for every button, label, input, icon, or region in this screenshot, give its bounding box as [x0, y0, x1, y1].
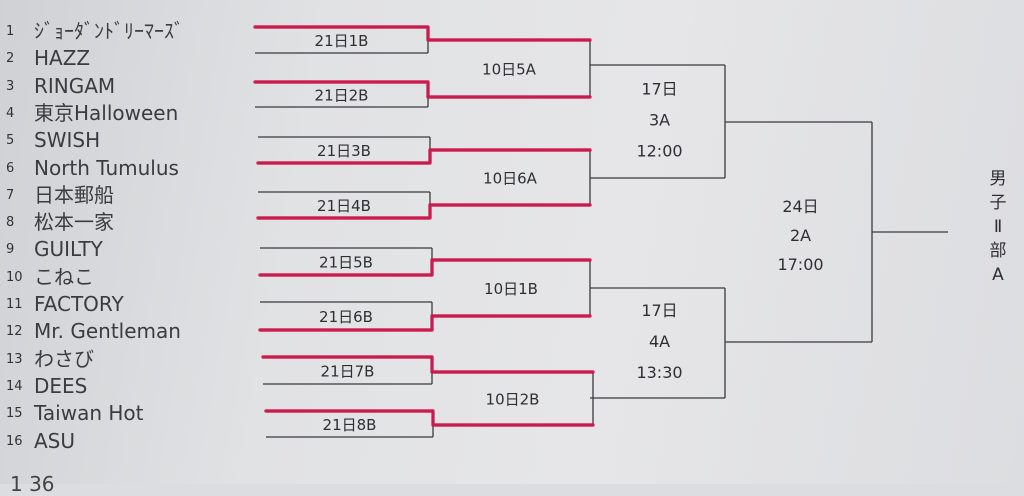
semifinal-time: 13:30 — [636, 363, 682, 382]
team-name: DEES — [34, 373, 88, 398]
highlight-path — [256, 203, 592, 220]
team-number: 3 — [6, 78, 15, 94]
team-name: HAZZ — [34, 46, 91, 71]
round1-match-label: 21日5B — [319, 254, 373, 272]
round1-match-label: 21日2B — [315, 87, 369, 105]
round1-match-label: 21日3B — [317, 142, 371, 160]
division-label-char: A — [992, 265, 1004, 285]
team-number: 6 — [6, 160, 15, 176]
team-name: Mr. Gentleman — [34, 319, 181, 344]
division-label-char: 部 — [990, 241, 1007, 261]
semifinal-court: 4A — [649, 332, 670, 351]
division-label-char: 子 — [990, 193, 1007, 213]
highlight-path — [253, 25, 592, 42]
round1-match-label: 21日8B — [323, 416, 377, 434]
team-number: 13 — [6, 351, 23, 367]
team-number: 11 — [6, 297, 23, 312]
team-number: 7 — [6, 187, 15, 203]
team-name: ｼﾞｮｰﾀﾞﾝﾄﾞﾘｰﾏｰｽﾞ — [34, 19, 184, 43]
final-court: 2A — [790, 226, 811, 245]
highlight-path — [258, 258, 592, 277]
round2-match-label: 10日5A — [482, 61, 537, 79]
round1-match-label: 21日4B — [317, 197, 371, 215]
team-number: 10 — [6, 269, 23, 285]
team-name: 東京Halloween — [34, 100, 179, 125]
team-number: 5 — [6, 133, 15, 149]
team-number: 2 — [6, 51, 15, 67]
semifinal-court: 3A — [649, 111, 670, 130]
team-number: 14 — [6, 378, 23, 394]
team-name: Taiwan Hot — [34, 401, 144, 426]
team-name: ASU — [34, 428, 76, 453]
final-time: 17:00 — [777, 255, 823, 274]
team-name: FACTORY — [34, 292, 124, 316]
team-number: 16 — [6, 433, 23, 449]
team-number: 15 — [6, 406, 23, 422]
semifinal-day: 17日 — [641, 301, 677, 320]
highlight-path — [264, 409, 595, 427]
highlight-path — [256, 148, 592, 165]
team-number: 8 — [6, 215, 15, 231]
division-label-char: 男 — [990, 169, 1007, 189]
team-name: North Tumulus — [34, 155, 179, 180]
highlight-path — [253, 80, 592, 99]
division-label-char: Ⅱ — [994, 217, 1002, 237]
semifinal-day: 17日 — [641, 80, 677, 99]
round2-match-label: 10日6A — [483, 170, 538, 188]
round2-match-label: 10日2B — [486, 391, 540, 409]
team-name: RINGAM — [34, 73, 116, 98]
footer-partial-text: 1 36 — [10, 472, 55, 496]
round1-match-label: 21日6B — [319, 308, 373, 326]
highlight-path — [261, 355, 595, 374]
team-number: 4 — [6, 105, 15, 121]
team-name: GUILTY — [34, 237, 103, 262]
round2-match-label: 10日1B — [484, 280, 538, 298]
team-name: こねこ — [34, 264, 94, 289]
team-number: 9 — [6, 242, 15, 258]
highlight-path — [258, 314, 592, 332]
bracket-diagram: 21日1B 21日2B 21日3B 21日4B 21日5B 21日6B 21日7B 21日8B… — [253, 25, 1007, 438]
team-name: わさび — [34, 346, 94, 371]
team-name: 松本一家 — [34, 210, 114, 235]
team-name: SWISH — [34, 128, 101, 153]
round1-match-label: 21日7B — [321, 363, 375, 381]
team-number: 12 — [6, 324, 23, 340]
team-number: 1 — [6, 24, 15, 39]
semifinal-time: 12:00 — [636, 142, 682, 161]
final-day: 24日 — [782, 197, 818, 216]
round1-match-label: 21日1B — [315, 32, 369, 50]
team-name: 日本郵船 — [34, 182, 114, 207]
